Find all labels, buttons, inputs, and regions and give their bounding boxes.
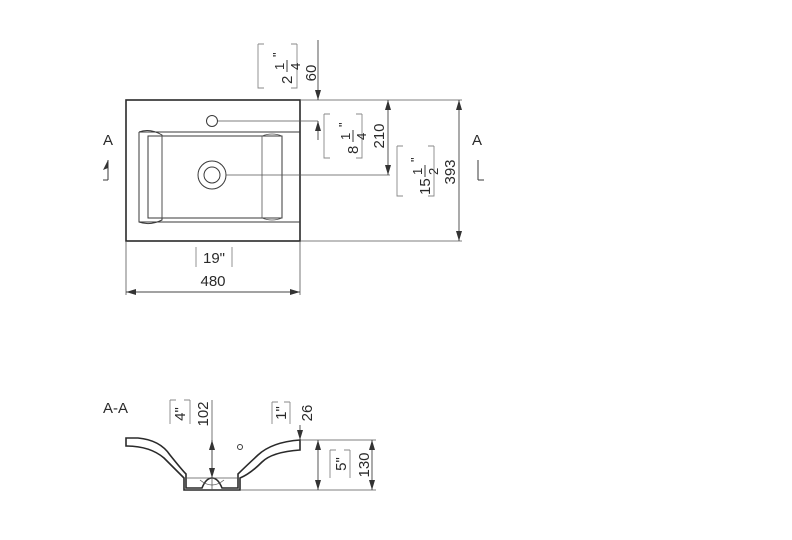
top-view [125, 99, 462, 295]
section-marker-right: A [472, 132, 484, 181]
svg-text:1: 1 [272, 63, 287, 70]
section-height-left-in: 4" [172, 407, 189, 421]
drain-offset-mm: 210 [371, 123, 388, 148]
svg-text:": " [336, 122, 351, 127]
overflow-hole [237, 444, 243, 450]
width-inches: 19" [203, 250, 225, 267]
dimension-section-height-left: 4" 102 [169, 399, 215, 478]
basin-outline [125, 99, 301, 242]
svg-text:": " [270, 52, 285, 57]
section-total-height-mm: 130 [356, 452, 373, 477]
svg-text:1: 1 [338, 133, 353, 140]
depth-mm: 393 [442, 159, 459, 184]
dimension-section-total-height: 5" 130 [315, 440, 375, 490]
drain-outer [197, 160, 227, 190]
section-view-label: A-A [103, 400, 128, 417]
svg-text:4: 4 [288, 63, 303, 70]
section-total-height-in: 5" [333, 457, 350, 471]
tap-hole [206, 115, 218, 127]
tap-offset-mm: 60 [303, 65, 320, 82]
svg-text:8: 8 [345, 146, 362, 154]
svg-text:15: 15 [417, 178, 434, 195]
section-profile [125, 437, 301, 491]
dimension-drain-offset: 210 8 1 4 " [323, 100, 391, 175]
section-label-right: A [472, 132, 482, 149]
dimension-section-rim: 1" 26 [271, 401, 316, 440]
dimension-width: 19" 480 [126, 247, 300, 295]
section-view [125, 400, 376, 491]
section-height-left-mm: 102 [195, 401, 212, 426]
dimension-tap-hole-offset: 60 2 1 4 " [257, 40, 321, 140]
section-rim-mm: 26 [299, 405, 316, 422]
dimension-depth: 393 15 1 2 " [396, 100, 462, 241]
section-rim-in: 1" [273, 406, 290, 420]
svg-text:1: 1 [410, 168, 425, 175]
svg-text:4: 4 [354, 133, 369, 140]
section-label-left: A [103, 132, 113, 149]
drain-inner [203, 166, 221, 184]
svg-text:": " [408, 157, 423, 162]
svg-text:2: 2 [279, 76, 296, 84]
svg-text:2: 2 [426, 168, 441, 175]
width-mm: 480 [200, 273, 225, 290]
section-marker-left: A [103, 132, 113, 181]
